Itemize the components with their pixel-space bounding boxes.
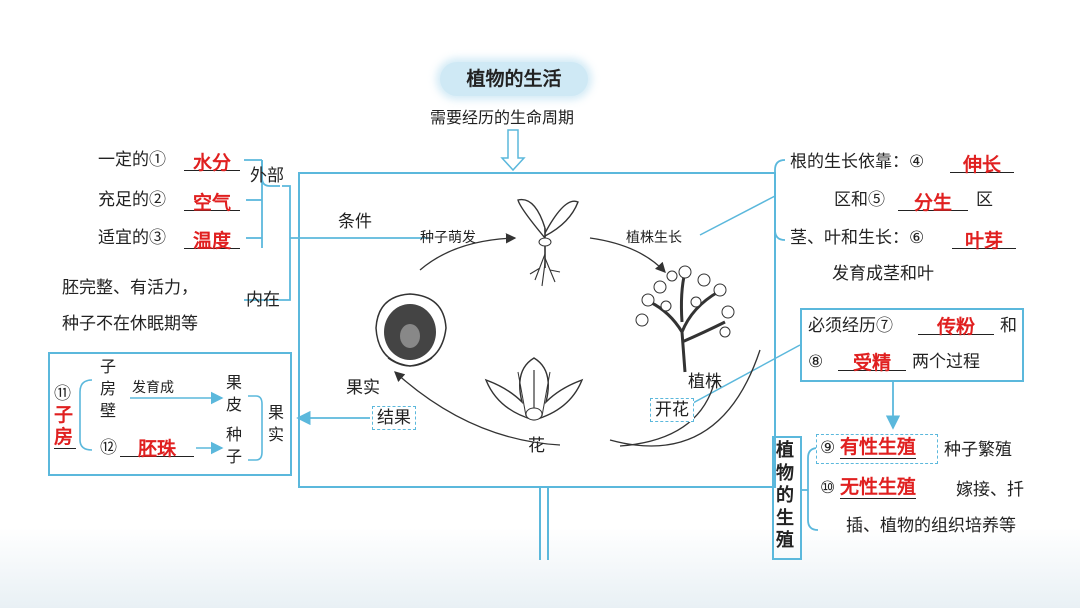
- answer-8-blank: 受精: [838, 348, 906, 374]
- seed: 种子: [226, 425, 243, 466]
- answer-3-blank: 温度: [184, 226, 240, 252]
- internal-label: 内在: [246, 290, 280, 310]
- ovary-answer: 子房: [54, 404, 74, 448]
- reproduction-label: 植物的生殖: [776, 440, 794, 551]
- ovule-answer: 胚珠: [137, 438, 176, 460]
- answer-1-blank: 水分: [184, 148, 240, 174]
- answer-5: 分生: [913, 192, 952, 214]
- answer-10: 无性生殖: [840, 476, 917, 499]
- stem-suffix: 发育成茎和叶: [832, 264, 934, 284]
- answer-8: 受精: [852, 352, 891, 374]
- answer-2-blank: 空气: [184, 188, 240, 214]
- zone-label: 区: [976, 190, 993, 210]
- plant-growth-label: 植株生长: [626, 230, 682, 246]
- answer-2: 空气: [192, 192, 231, 214]
- root-prefix: 根的生长依靠：④: [790, 152, 925, 172]
- seedling-icon: [517, 198, 579, 287]
- subtitle: 需要经历的生命周期: [430, 108, 575, 127]
- answer-1: 水分: [192, 152, 231, 174]
- flowering-label: 开花: [650, 398, 694, 422]
- tree-icon: [635, 265, 735, 373]
- ovary-answer-blank: 子房: [54, 404, 76, 449]
- stem-prefix: 茎、叶和生长：⑥: [790, 228, 925, 248]
- answer-7-blank: 传粉: [918, 312, 994, 338]
- flower-icon: [484, 357, 584, 421]
- external-item-1-prefix: 一定的①: [98, 150, 166, 170]
- fruit-label: 果实: [268, 403, 285, 444]
- desc-10b: 插、植物的组织培养等: [846, 516, 1016, 536]
- zone-and: 区和⑤: [834, 190, 885, 210]
- fruit-cycle-label: 果实: [346, 378, 380, 398]
- reproduction-label-box: [772, 436, 802, 560]
- develops-into: 发育成: [132, 380, 174, 396]
- pollination-and: 和: [1000, 316, 1017, 336]
- pollination-num-8: ⑧: [808, 352, 824, 372]
- title-pill: 植物的生活: [440, 62, 588, 96]
- answer-3: 温度: [192, 230, 231, 252]
- cycle-box: [298, 172, 776, 488]
- external-item-2-prefix: 充足的②: [98, 190, 166, 210]
- fruit-num-12: ⑫: [100, 438, 117, 458]
- repro-num-10: ⑩: [820, 478, 836, 498]
- ovule-answer-blank: 胚珠: [120, 434, 194, 460]
- page-title: 植物的生活: [466, 68, 562, 90]
- answer-7: 传粉: [936, 316, 975, 338]
- answer-5-blank: 分生: [898, 188, 968, 214]
- answer-6-blank: 叶芽: [952, 226, 1016, 252]
- repro-num-9: ⑨: [820, 438, 836, 458]
- fruit-num-11: ⑪: [54, 384, 71, 404]
- answer-9: 有性生殖: [840, 436, 917, 459]
- plant-label: 植株: [688, 372, 722, 392]
- desc-9: 种子繁殖: [944, 440, 1012, 460]
- fruiting-label: 结果: [372, 406, 416, 430]
- flower-label: 花: [528, 436, 545, 456]
- external-label: 外部: [250, 166, 284, 186]
- internal-line-1: 胚完整、有活力，: [62, 278, 198, 298]
- germination-label: 种子萌发: [420, 230, 476, 246]
- internal-line-2: 种子不在休眠期等: [62, 314, 198, 334]
- condition-label: 条件: [338, 212, 372, 232]
- desc-10a: 嫁接、扦: [956, 480, 1024, 500]
- pollination-suffix: 两个过程: [912, 352, 980, 372]
- pericarp: 果皮: [226, 373, 243, 414]
- sexual-repro-box: [816, 434, 938, 464]
- answer-4: 伸长: [962, 154, 1001, 176]
- answer-4-blank: 伸长: [950, 150, 1014, 176]
- external-item-3-prefix: 适宜的③: [98, 228, 166, 248]
- fruit-box: [48, 352, 292, 476]
- answer-6: 叶芽: [964, 230, 1003, 252]
- fruit-icon: [375, 293, 447, 367]
- pollination-prefix: 必须经历⑦: [808, 316, 893, 336]
- pollination-box: [800, 308, 1024, 382]
- ovary-wall: 子房壁: [100, 357, 117, 420]
